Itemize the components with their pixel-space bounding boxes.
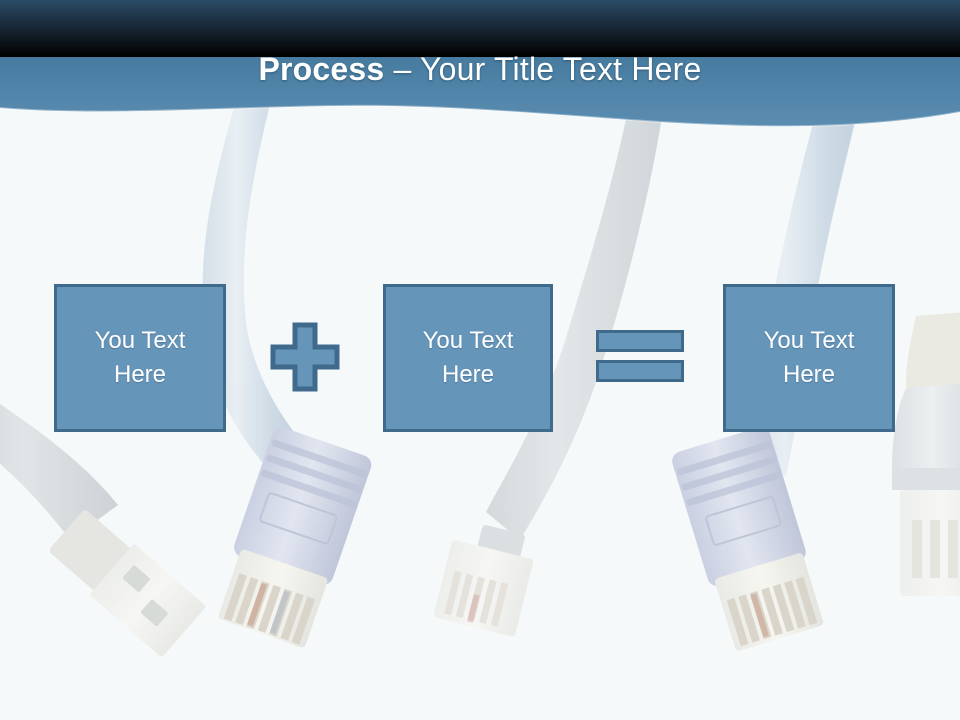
process-box-2-line1: You Text — [422, 327, 514, 354]
equals-bar-top — [596, 330, 684, 352]
page-title: Process – Your Title Text Here — [0, 50, 960, 88]
header-band: Process – Your Title Text Here — [0, 0, 960, 140]
process-box-3-line1: You Text — [763, 327, 855, 354]
page-title-bold: Process — [258, 51, 385, 87]
process-box-3-line2: Here — [782, 361, 836, 388]
rj45-connector-left — [202, 100, 372, 648]
process-box-2-line2: Here — [441, 361, 495, 388]
equals-icon — [596, 330, 684, 386]
process-box-1-line2: Here — [113, 361, 167, 388]
page-title-rest: Your Title Text Here — [420, 51, 702, 87]
process-box-1-line1: You Text — [94, 327, 186, 354]
usb-connector-left — [0, 404, 206, 657]
equals-bar-bottom — [596, 360, 684, 382]
connector-far-right — [892, 312, 960, 596]
plus-icon — [270, 322, 340, 392]
page-title-separator: – — [384, 51, 421, 87]
